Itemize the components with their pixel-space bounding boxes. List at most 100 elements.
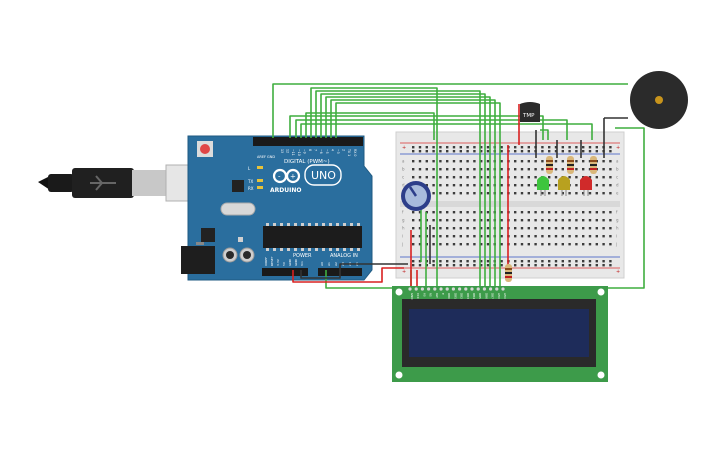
- breadboard-hole[interactable]: [466, 219, 469, 222]
- breadboard-hole[interactable]: [459, 160, 462, 163]
- breadboard-hole[interactable]: [561, 160, 564, 163]
- breadboard-hole[interactable]: [486, 219, 490, 222]
- breadboard-hole[interactable]: [452, 146, 456, 149]
- breadboard-hole[interactable]: [520, 176, 524, 179]
- breadboard-hole[interactable]: [602, 184, 605, 187]
- breadboard-hole[interactable]: [575, 235, 578, 238]
- breadboard-hole[interactable]: [534, 264, 537, 267]
- breadboard-hole[interactable]: [527, 211, 530, 214]
- breadboard-hole[interactable]: [527, 227, 530, 230]
- wire-pot[interactable]: [305, 112, 435, 140]
- breadboard-hole[interactable]: [609, 211, 612, 214]
- breadboard-hole[interactable]: [595, 146, 598, 149]
- breadboard-hole[interactable]: [602, 176, 605, 179]
- breadboard-hole[interactable]: [520, 227, 524, 230]
- breadboard-hole[interactable]: [561, 235, 564, 238]
- breadboard-hole[interactable]: [459, 146, 462, 149]
- breadboard-hole[interactable]: [446, 235, 449, 238]
- breadboard-hole[interactable]: [466, 150, 469, 153]
- breadboard-hole[interactable]: [425, 146, 428, 149]
- breadboard-hole[interactable]: [446, 184, 449, 187]
- breadboard-hole[interactable]: [588, 227, 592, 230]
- breadboard-hole[interactable]: [568, 235, 571, 238]
- breadboard-hole[interactable]: [439, 219, 442, 222]
- breadboard-hole[interactable]: [602, 260, 605, 263]
- breadboard-hole[interactable]: [568, 219, 571, 222]
- breadboard-hole[interactable]: [432, 168, 435, 171]
- breadboard-hole[interactable]: [588, 146, 592, 149]
- breadboard-hole[interactable]: [466, 168, 469, 171]
- breadboard-hole[interactable]: [514, 146, 517, 149]
- breadboard-hole[interactable]: [412, 264, 415, 267]
- breadboard-hole[interactable]: [439, 192, 442, 195]
- breadboard-hole[interactable]: [602, 211, 605, 214]
- breadboard-hole[interactable]: [500, 146, 503, 149]
- breadboard-hole[interactable]: [520, 150, 524, 153]
- breadboard-hole[interactable]: [439, 243, 442, 246]
- breadboard-hole[interactable]: [439, 227, 442, 230]
- breadboard-hole[interactable]: [582, 264, 585, 267]
- breadboard-hole[interactable]: [452, 168, 456, 171]
- breadboard-hole[interactable]: [439, 176, 442, 179]
- wire-led-green[interactable]: [300, 123, 593, 140]
- breadboard-hole[interactable]: [554, 235, 558, 238]
- breadboard-hole[interactable]: [561, 264, 564, 267]
- lcd-pin[interactable]: [427, 287, 431, 291]
- breadboard-hole[interactable]: [412, 227, 415, 230]
- breadboard-hole[interactable]: [486, 160, 490, 163]
- lcd-pin[interactable]: [464, 287, 468, 291]
- breadboard-hole[interactable]: [554, 211, 558, 214]
- breadboard-hole[interactable]: [432, 192, 435, 195]
- breadboard-hole[interactable]: [473, 211, 476, 214]
- breadboard-hole[interactable]: [459, 227, 462, 230]
- breadboard-hole[interactable]: [527, 235, 530, 238]
- breadboard-hole[interactable]: [500, 211, 503, 214]
- breadboard-hole[interactable]: [459, 150, 462, 153]
- breadboard-hole[interactable]: [473, 260, 476, 263]
- breadboard-hole[interactable]: [486, 176, 490, 179]
- breadboard-hole[interactable]: [432, 146, 435, 149]
- breadboard-hole[interactable]: [446, 146, 449, 149]
- breadboard-hole[interactable]: [554, 184, 558, 187]
- breadboard-hole[interactable]: [412, 176, 415, 179]
- breadboard-hole[interactable]: [412, 160, 415, 163]
- breadboard-hole[interactable]: [439, 235, 442, 238]
- led-yellow[interactable]: [558, 176, 570, 196]
- breadboard-hole[interactable]: [568, 227, 571, 230]
- breadboard-hole[interactable]: [609, 150, 612, 153]
- breadboard-hole[interactable]: [486, 168, 490, 171]
- breadboard-hole[interactable]: [452, 243, 456, 246]
- breadboard-hole[interactable]: [418, 211, 422, 214]
- breadboard-hole[interactable]: [582, 260, 585, 263]
- breadboard-hole[interactable]: [541, 150, 544, 153]
- breadboard-hole[interactable]: [432, 264, 435, 267]
- breadboard-hole[interactable]: [480, 168, 483, 171]
- breadboard-hole[interactable]: [486, 260, 490, 263]
- breadboard-hole[interactable]: [595, 264, 598, 267]
- breadboard-hole[interactable]: [582, 243, 585, 246]
- breadboard-hole[interactable]: [432, 176, 435, 179]
- breadboard-hole[interactable]: [588, 176, 592, 179]
- lcd-pin[interactable]: [420, 287, 424, 291]
- breadboard-hole[interactable]: [473, 235, 476, 238]
- breadboard-hole[interactable]: [412, 235, 415, 238]
- breadboard-hole[interactable]: [582, 146, 585, 149]
- breadboard-hole[interactable]: [459, 260, 462, 263]
- breadboard-hole[interactable]: [425, 184, 428, 187]
- breadboard-hole[interactable]: [582, 211, 585, 214]
- breadboard-hole[interactable]: [602, 243, 605, 246]
- breadboard-hole[interactable]: [575, 160, 578, 163]
- breadboard-hole[interactable]: [595, 184, 598, 187]
- breadboard-hole[interactable]: [514, 211, 517, 214]
- breadboard-hole[interactable]: [520, 192, 524, 195]
- breadboard-hole[interactable]: [480, 146, 483, 149]
- wire-lcd-db6[interactable]: [330, 99, 496, 288]
- breadboard-hole[interactable]: [548, 235, 551, 238]
- breadboard-hole[interactable]: [527, 160, 530, 163]
- lcd-pin[interactable]: [495, 287, 499, 291]
- breadboard-hole[interactable]: [459, 211, 462, 214]
- breadboard-hole[interactable]: [432, 235, 435, 238]
- breadboard-hole[interactable]: [432, 160, 435, 163]
- breadboard-hole[interactable]: [609, 176, 612, 179]
